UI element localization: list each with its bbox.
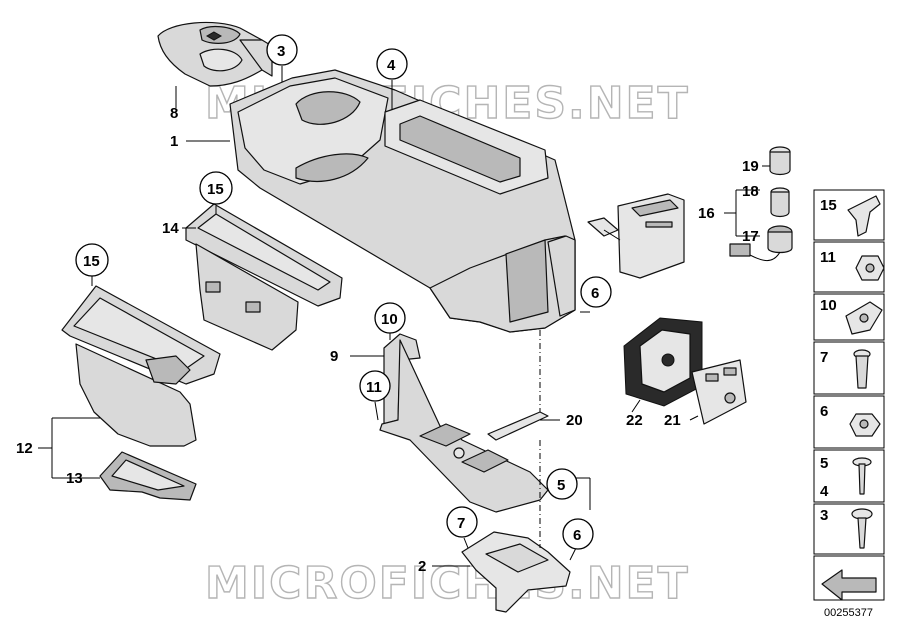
part-9-11-bracket bbox=[379, 333, 549, 513]
callout-7: 7 bbox=[457, 515, 465, 532]
callout-6-bottom: 6 bbox=[573, 527, 581, 544]
part-21-trim bbox=[691, 359, 747, 425]
callout-5: 5 bbox=[557, 477, 565, 494]
callout-11: 11 bbox=[366, 379, 382, 396]
part-20-plate bbox=[487, 411, 549, 441]
callouts: 1 2 3 4 5 6 6 7 8 9 10 11 12 13 14 15 15… bbox=[16, 34, 759, 575]
legend-4: 4 bbox=[820, 483, 829, 500]
callout-9: 9 bbox=[330, 348, 338, 365]
leader-lines bbox=[38, 66, 770, 567]
callout-12: 12 bbox=[16, 440, 33, 457]
callout-21: 21 bbox=[664, 412, 681, 429]
part-18-plug bbox=[770, 187, 790, 218]
callout-18: 18 bbox=[742, 183, 759, 200]
fastener-legend: 15 11 10 7 6 5 4 3 00255377 bbox=[813, 189, 885, 619]
part-22-vent bbox=[623, 317, 703, 407]
callout-22: 22 bbox=[626, 412, 643, 429]
legend-6: 6 bbox=[820, 403, 828, 420]
legend-7: 7 bbox=[820, 349, 828, 366]
part-8-cupholder bbox=[157, 21, 273, 87]
part-13-mat bbox=[99, 451, 197, 501]
callout-1: 1 bbox=[170, 133, 178, 150]
part-12-storage-box bbox=[61, 285, 221, 447]
callout-15-top: 15 bbox=[207, 181, 224, 198]
document-number: 00255377 bbox=[824, 607, 873, 619]
callout-3: 3 bbox=[277, 43, 285, 60]
callout-17: 17 bbox=[742, 228, 759, 245]
legend-10: 10 bbox=[820, 297, 837, 314]
callout-19: 19 bbox=[742, 158, 759, 175]
part-19-lighter bbox=[769, 146, 791, 176]
callout-14: 14 bbox=[162, 220, 179, 237]
part-14-tray bbox=[185, 203, 343, 351]
legend-5: 5 bbox=[820, 455, 828, 472]
arrow-icon bbox=[821, 569, 877, 601]
legend-15: 15 bbox=[820, 197, 837, 214]
callout-8: 8 bbox=[170, 105, 178, 122]
callout-13: 13 bbox=[66, 470, 83, 487]
legend-11: 11 bbox=[820, 249, 836, 266]
part-1-console bbox=[229, 69, 576, 333]
part-17-socket bbox=[729, 225, 793, 261]
callout-6-top: 6 bbox=[591, 285, 599, 302]
callout-20: 20 bbox=[566, 412, 583, 429]
legend-3: 3 bbox=[820, 507, 828, 524]
callout-2: 2 bbox=[418, 558, 426, 575]
part-16-socket-cover bbox=[587, 193, 685, 279]
callout-15-left: 15 bbox=[83, 253, 100, 270]
part-2-lower-bracket bbox=[461, 531, 571, 613]
callout-10: 10 bbox=[381, 311, 398, 328]
callout-16: 16 bbox=[698, 205, 715, 222]
callout-4: 4 bbox=[387, 57, 396, 74]
